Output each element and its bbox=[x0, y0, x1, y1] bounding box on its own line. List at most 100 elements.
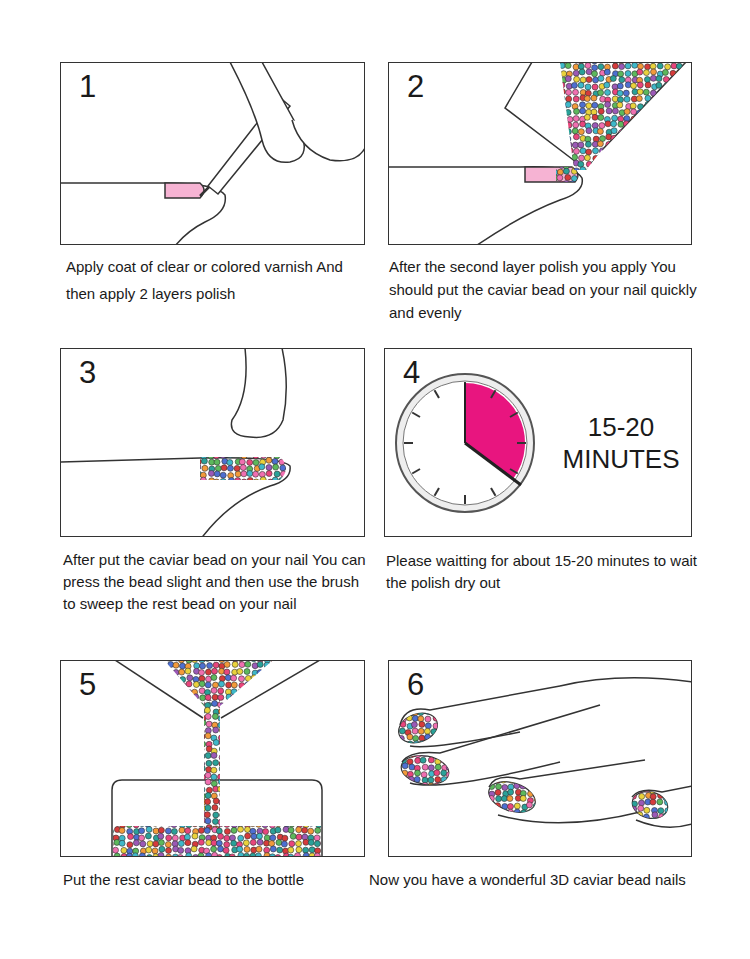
bead bbox=[219, 807, 220, 813]
bead bbox=[670, 173, 676, 179]
bead bbox=[540, 810, 546, 816]
bead bbox=[204, 734, 205, 740]
step-panel: 5Put the rest caviar bead to the bottle bbox=[60, 660, 365, 857]
bead bbox=[265, 709, 271, 715]
bead bbox=[205, 714, 211, 720]
bead bbox=[238, 835, 244, 841]
bead bbox=[650, 788, 656, 794]
bead bbox=[526, 802, 532, 808]
bead bbox=[113, 855, 114, 856]
bead bbox=[243, 840, 249, 846]
caviar-beads bbox=[204, 700, 220, 830]
bead bbox=[406, 709, 412, 715]
bead bbox=[657, 154, 663, 160]
bead bbox=[235, 471, 241, 477]
bead bbox=[214, 459, 220, 465]
bead bbox=[644, 156, 650, 162]
bead bbox=[418, 728, 424, 734]
bead bbox=[214, 479, 220, 485]
bead bbox=[224, 826, 230, 827]
bead bbox=[446, 778, 452, 784]
bead bbox=[604, 69, 610, 75]
clock-tick bbox=[491, 390, 496, 398]
bead bbox=[664, 134, 670, 140]
bead bbox=[684, 154, 690, 160]
bead bbox=[180, 707, 186, 713]
bead bbox=[676, 63, 682, 69]
bead bbox=[202, 465, 208, 471]
bead bbox=[218, 846, 224, 852]
bead bbox=[572, 154, 578, 160]
bead bbox=[161, 674, 167, 680]
bead bbox=[586, 149, 592, 155]
bead bbox=[488, 796, 494, 802]
bead bbox=[495, 803, 501, 809]
bead bbox=[212, 701, 218, 707]
bead bbox=[402, 770, 408, 776]
nail bbox=[485, 776, 539, 817]
bead bbox=[231, 701, 237, 707]
bead bbox=[670, 82, 676, 88]
bead bbox=[580, 121, 586, 127]
bead bbox=[565, 109, 571, 115]
bead bbox=[419, 735, 425, 741]
bead bbox=[425, 734, 431, 740]
bead bbox=[658, 91, 664, 97]
bead bbox=[445, 716, 451, 722]
bead bbox=[424, 728, 430, 734]
bead bbox=[508, 809, 514, 815]
bead bbox=[275, 826, 281, 827]
bead bbox=[133, 826, 139, 828]
bead bbox=[441, 770, 447, 776]
bead bbox=[203, 484, 209, 490]
bead bbox=[501, 816, 507, 822]
finger-outline bbox=[389, 167, 582, 244]
bead bbox=[216, 828, 222, 834]
finger-outline bbox=[61, 183, 225, 244]
bead bbox=[495, 789, 501, 795]
bead bbox=[409, 751, 415, 757]
bead bbox=[658, 793, 664, 799]
bead bbox=[657, 135, 663, 141]
bead bbox=[650, 818, 656, 824]
bead bbox=[166, 848, 172, 854]
bead bbox=[658, 788, 664, 794]
bead bbox=[160, 709, 166, 715]
bead bbox=[278, 682, 284, 688]
bead bbox=[670, 89, 676, 95]
bead bbox=[683, 135, 689, 141]
bead bbox=[569, 181, 575, 187]
bead bbox=[166, 854, 172, 856]
bead bbox=[676, 122, 682, 128]
bead bbox=[508, 804, 514, 810]
bead bbox=[408, 776, 414, 782]
bead bbox=[287, 459, 293, 465]
bead bbox=[128, 834, 134, 840]
bead bbox=[508, 789, 514, 795]
bead bbox=[559, 181, 565, 187]
bead bbox=[279, 477, 285, 483]
bead bbox=[656, 76, 662, 82]
bead bbox=[218, 716, 220, 722]
bead bbox=[535, 810, 541, 816]
bead bbox=[238, 689, 244, 695]
bead bbox=[195, 464, 201, 470]
bead bbox=[630, 103, 636, 109]
bead bbox=[264, 853, 270, 856]
bead bbox=[271, 670, 277, 676]
bead bbox=[204, 741, 206, 747]
bead bbox=[247, 471, 253, 477]
caviar-beads bbox=[392, 708, 451, 755]
bead bbox=[558, 188, 564, 194]
bead bbox=[656, 123, 662, 129]
bead bbox=[617, 83, 623, 89]
bead bbox=[663, 121, 669, 127]
bead bbox=[644, 135, 650, 141]
bead bbox=[432, 741, 438, 747]
bead bbox=[656, 143, 662, 149]
bead bbox=[482, 791, 488, 797]
bead bbox=[650, 63, 656, 69]
step-number: 2 bbox=[407, 69, 424, 105]
bead bbox=[565, 102, 571, 108]
bead bbox=[401, 751, 407, 757]
